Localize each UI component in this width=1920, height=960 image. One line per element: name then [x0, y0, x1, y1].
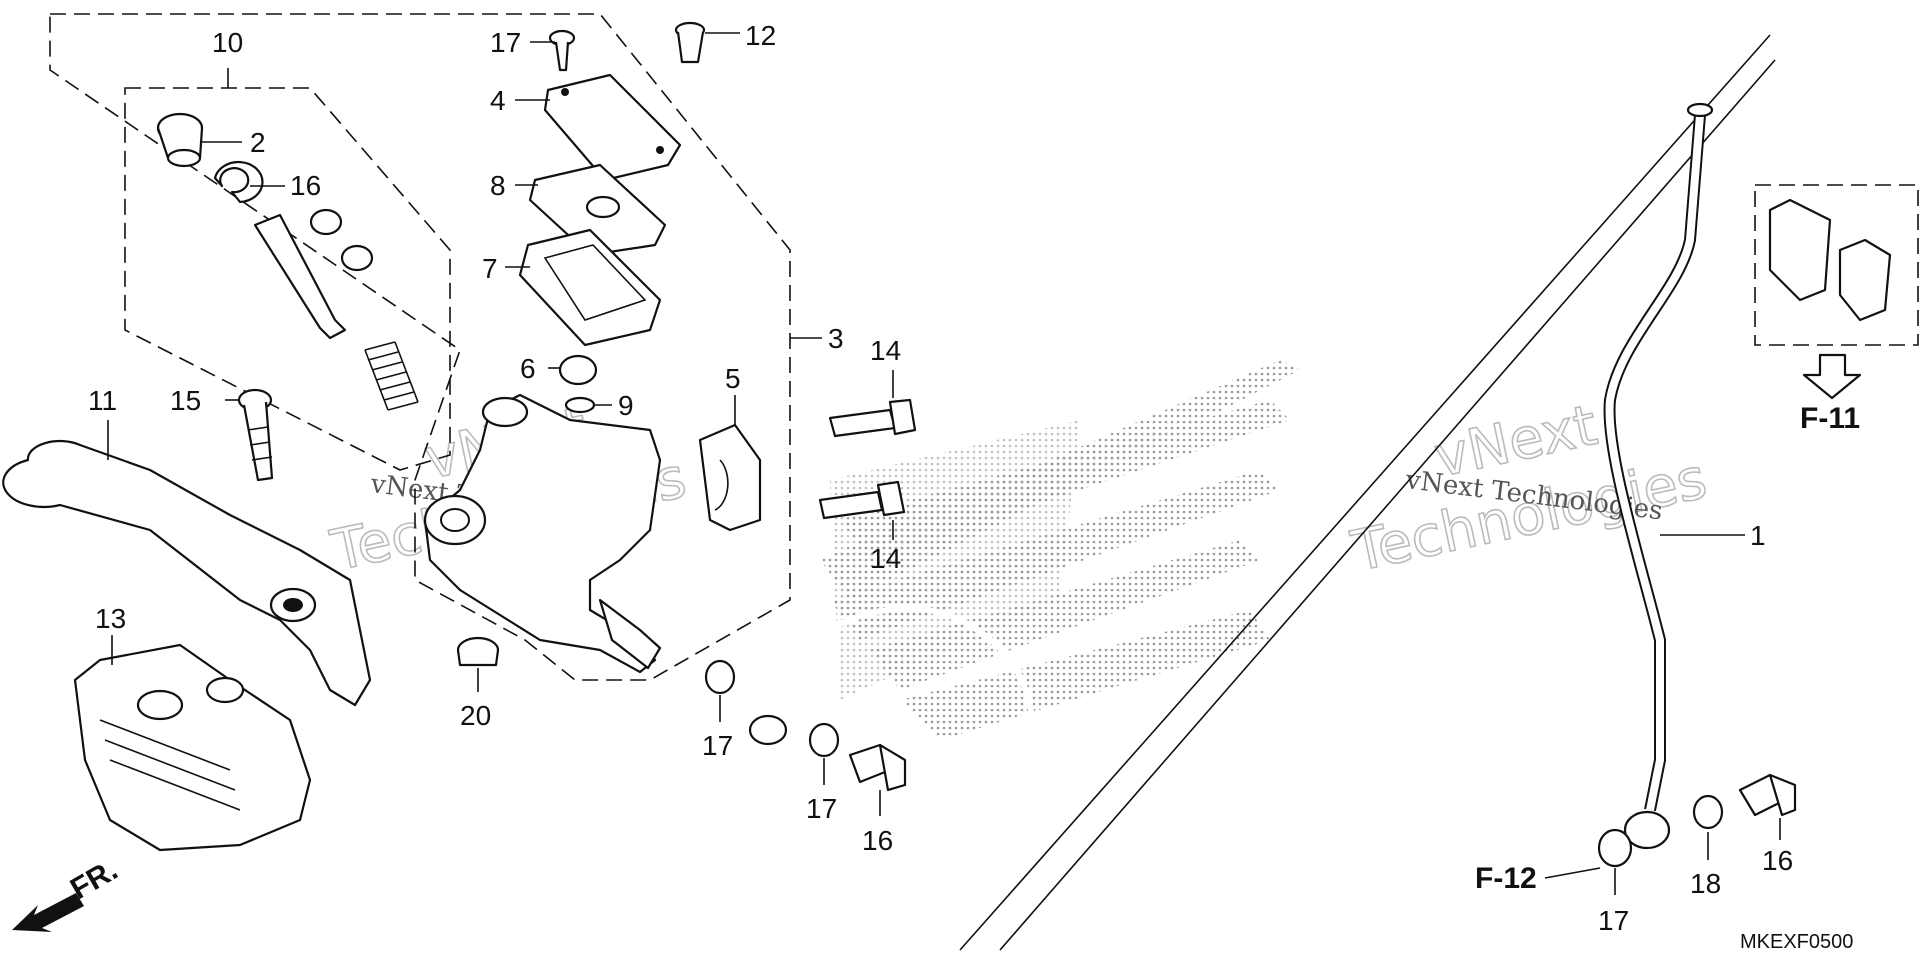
float-part — [558, 354, 598, 386]
callout-16-b: 16 — [1762, 845, 1793, 876]
callout-14-lower: 14 — [870, 543, 901, 574]
callout-12: 12 — [745, 20, 776, 51]
oil-bolt-a-part — [848, 743, 907, 792]
brake-pad-inset-part — [1768, 198, 1892, 322]
piston-part — [253, 208, 374, 340]
callout-17-b: 17 — [806, 793, 837, 824]
lever-guard-part — [73, 643, 312, 852]
handlebar-clamp-part — [698, 423, 762, 532]
callout-17-d: 18 — [1690, 868, 1721, 899]
brake-pad-inset-outline — [1754, 184, 1919, 346]
callout-5: 5 — [725, 363, 741, 394]
reference-arrow-down — [1802, 353, 1862, 400]
brake-lever-part — [2, 439, 372, 707]
callout-4: 4 — [490, 85, 506, 116]
reference-f11[interactable]: F-11 — [1800, 402, 1860, 435]
callout-14-upper: 14 — [870, 335, 901, 366]
master-cylinder-assembly-outline — [49, 13, 791, 681]
clamp-bolt-lower-part — [818, 480, 906, 520]
callout-17-a: 17 — [702, 730, 733, 761]
callout-13: 13 — [95, 603, 126, 634]
callout-19: 17 — [490, 27, 521, 58]
brake-hose-right-part — [1603, 102, 1714, 850]
piston-boot-part — [156, 112, 204, 168]
callout-17-c: 17 — [1598, 905, 1629, 936]
sealing-washer-c-part — [1597, 828, 1633, 868]
callout-7: 7 — [482, 253, 498, 284]
sealing-washer-d-part — [1692, 794, 1724, 830]
lever-nut-part — [456, 636, 500, 667]
piston-kit-outline — [124, 87, 451, 471]
callout-3: 3 — [828, 323, 844, 354]
sealing-washer-b-part — [808, 722, 840, 758]
master-cylinder-body-part — [423, 393, 662, 674]
callout-18: 16 — [290, 170, 321, 201]
lever-pivot-bolt-part — [237, 388, 274, 482]
reservoir-cap-part — [543, 73, 682, 182]
dust-cap-part — [674, 21, 706, 64]
diaphragm-plate-part — [528, 163, 667, 257]
callout-16-a: 16 — [862, 825, 893, 856]
callout-6: 6 — [520, 353, 536, 384]
front-direction-arrow-icon — [12, 893, 84, 932]
reservoir-screw-part — [548, 29, 576, 72]
callout-9: 9 — [618, 390, 634, 421]
spring-part — [364, 341, 419, 411]
oil-bolt-b-part — [1738, 773, 1797, 817]
callout-11: 11 — [88, 385, 117, 416]
callout-15: 15 — [170, 385, 201, 416]
brake-hose-middle-part — [748, 605, 1036, 891]
callout-leader-lines — [107, 32, 1781, 895]
callout-20: 20 — [460, 700, 491, 731]
callout-2: 2 — [250, 127, 266, 158]
clamp-bolt-upper-part — [828, 398, 917, 438]
reference-f12[interactable]: F-12 — [1475, 862, 1537, 895]
callout-10: 10 — [212, 27, 243, 58]
callout-8: 8 — [490, 170, 506, 201]
diaphragm-part — [518, 228, 662, 347]
diagram-code: MKEXF0500 — [1740, 931, 1853, 953]
callout-1: 1 — [1750, 520, 1766, 551]
section-divider-line — [959, 34, 1771, 951]
section-divider-line-2 — [999, 59, 1776, 951]
sealing-washer-a-part — [704, 659, 736, 695]
oring-part — [564, 396, 596, 414]
circlip-part — [213, 160, 264, 204]
